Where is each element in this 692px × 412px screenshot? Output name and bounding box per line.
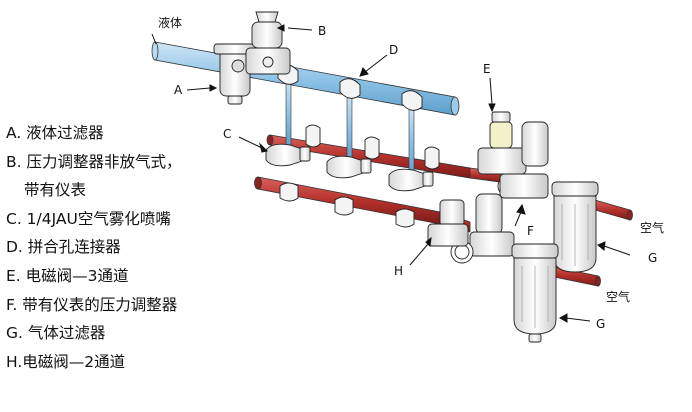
callout-leaders: [151, 24, 631, 323]
callout-g-lower: G: [596, 317, 606, 331]
legend-item-f: F. 带有仪表的压力调整器: [6, 295, 178, 314]
gas-filter-upper: [551, 181, 599, 273]
callout-b: B: [318, 24, 327, 38]
gas-filter-lower: [511, 243, 559, 343]
legend-item-a: A. 液体过滤器: [6, 124, 104, 142]
legend-item-e: E. 电磁阀—3通道: [6, 266, 129, 285]
air-pipe-clamps: [279, 124, 440, 228]
callout-f: F: [527, 224, 534, 238]
callout-h: H: [394, 264, 404, 278]
air-inlet-pipe-upper: [594, 199, 633, 221]
liquid-filter: [213, 43, 257, 105]
callout-c: C: [223, 127, 232, 141]
legend-item-b-continued: 带有仪表: [24, 181, 87, 200]
pressure-regulator: [245, 11, 291, 75]
callout-e: E: [483, 62, 491, 76]
callout-a: A: [174, 83, 183, 97]
legend-item-h: H.电磁阀—2通道: [6, 352, 126, 371]
atomizing-nozzles: [265, 143, 434, 192]
callout-liquid: 液体: [158, 16, 183, 30]
callout-air-upper: 空气: [640, 221, 665, 235]
callout-g-upper: G: [648, 251, 658, 265]
solenoid-valve-2way: [427, 199, 469, 247]
legend-item-g: G. 气体过滤器: [6, 324, 106, 343]
legend-item-d: D. 拼合孔连接器: [6, 238, 121, 257]
legend-item-b: B. 压力调整器非放气式，: [6, 152, 182, 171]
callout-d: D: [389, 43, 399, 57]
solenoid-valve-3way: [477, 111, 549, 199]
legend-item-c: C. 1/4JAU空气雾化喷嘴: [6, 209, 171, 228]
component-legend: A. 液体过滤器 B. 压力调整器非放气式， 带有仪表 C. 1/4JAU空气雾…: [6, 119, 182, 376]
pressure-regulator-with-gauge: [450, 193, 515, 264]
callout-air-lower: 空气: [606, 290, 631, 304]
